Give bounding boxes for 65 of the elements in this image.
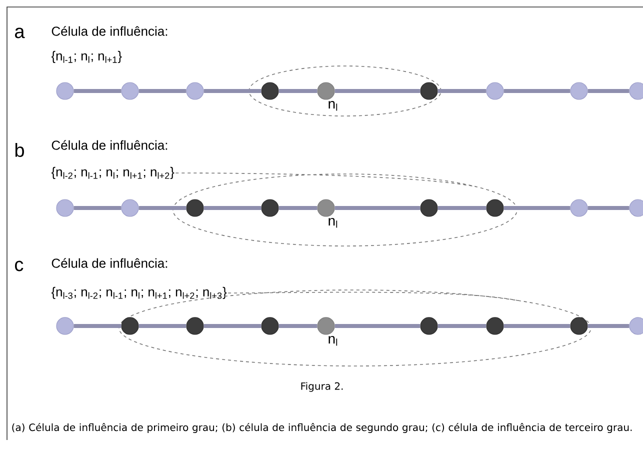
node-circle — [121, 317, 139, 335]
heading-text: Célula de influência: — [52, 26, 168, 36]
connecting-line — [74, 324, 122, 328]
caption-text: (a) Célula de influência de primeiro grau; (b) célula de influência de segundo grau; (c) célula de influência de terceiro grau. — [12, 422, 632, 434]
connecting-line — [334, 89, 420, 93]
node-circle — [629, 199, 643, 217]
node-circle — [261, 317, 279, 335]
node-circle — [56, 82, 74, 100]
connecting-line — [278, 324, 318, 328]
set-label: {n$_{l-2}$; n$_{l-1}$; n$_{l}$; n$_{l+1}$; n$_{l+2}$} — [51, 166, 174, 180]
connecting-line — [588, 324, 630, 328]
connecting-line — [438, 89, 486, 93]
node-circle — [486, 82, 504, 100]
connecting-line — [278, 206, 318, 210]
connecting-line — [74, 206, 122, 210]
connecting-line — [204, 89, 262, 93]
node-circle — [121, 199, 139, 217]
connecting-line — [204, 324, 262, 328]
node-circle — [486, 317, 504, 335]
panel-letter: a — [15, 28, 25, 38]
node-circle — [420, 82, 438, 100]
heading-text: Célula de influência: — [52, 140, 168, 150]
node-circle — [121, 82, 139, 100]
node-circle — [420, 317, 438, 335]
connecting-line — [504, 324, 570, 328]
connecting-line — [438, 206, 486, 210]
node-label: n$_{l}$ — [328, 100, 338, 111]
node-circle — [186, 317, 204, 335]
node-label: n$_{l}$ — [328, 336, 338, 346]
node-circle — [629, 317, 643, 335]
node-circle — [570, 82, 588, 100]
node-circle — [317, 82, 335, 100]
node-circle — [317, 317, 335, 335]
connecting-line — [588, 206, 630, 210]
node-circle — [486, 199, 504, 217]
connecting-line — [138, 89, 186, 93]
node-circle — [317, 199, 335, 217]
node-circle — [56, 317, 74, 335]
node-circle — [261, 199, 279, 217]
connecting-line — [334, 324, 420, 328]
connecting-line — [504, 206, 570, 210]
connecting-line — [334, 206, 420, 210]
connecting-line — [74, 89, 122, 93]
connecting-line — [278, 89, 318, 93]
connecting-line — [504, 89, 570, 93]
panel-letter: b — [15, 143, 24, 157]
connecting-line — [138, 324, 186, 328]
figure-title: Figura 2. — [301, 382, 343, 392]
panel-letter: c — [15, 260, 24, 272]
node-circle — [420, 199, 438, 217]
node-circle — [56, 199, 74, 217]
node-circle — [570, 199, 588, 217]
connecting-line — [204, 206, 262, 210]
node-label: n$_{l}$ — [328, 218, 338, 228]
set-label: {n$_{l-3}$; n$_{l-2}$; n$_{l-1}$; n$_{l}$; n$_{l+1}$; n$_{l+2}$; n$_{l+3}$} — [51, 286, 227, 300]
connecting-line — [588, 89, 630, 93]
node-circle — [186, 82, 204, 100]
node-circle — [629, 82, 643, 100]
heading-text: Célula de influência: — [52, 258, 168, 268]
set-label: {n$_{l-1}$; n$_{l}$; n$_{l+1}$} — [51, 50, 122, 64]
node-circle — [186, 199, 204, 217]
connecting-line — [138, 206, 186, 210]
connecting-line — [438, 324, 486, 328]
node-circle — [261, 82, 279, 100]
node-circle — [570, 317, 588, 335]
